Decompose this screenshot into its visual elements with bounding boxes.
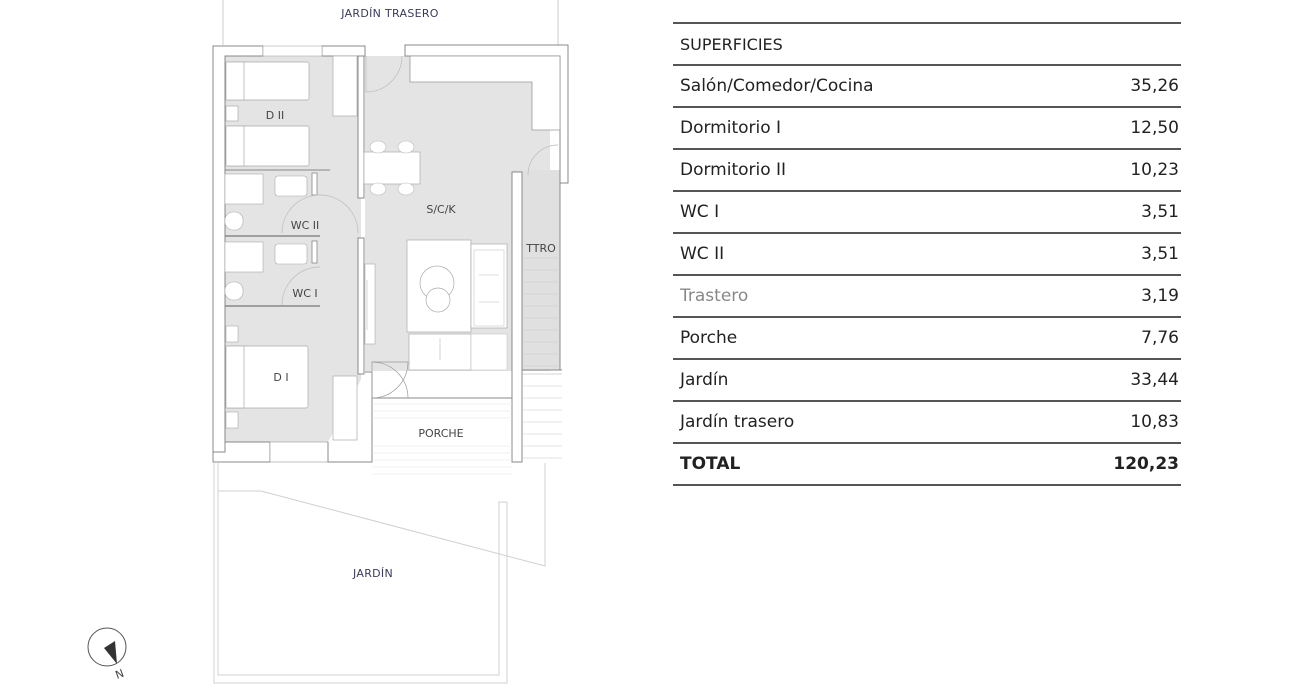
room-area: 12,50: [1130, 118, 1179, 138]
room-area: 3,51: [1141, 202, 1179, 222]
porche-area: [372, 403, 512, 475]
table-row: Trastero 3,19: [673, 274, 1181, 316]
label-jardin: JARDÍN: [352, 567, 393, 580]
table-row: Jardín trasero 10,83: [673, 400, 1181, 442]
salon-furniture: [363, 55, 559, 399]
wc-ii-fixtures: [224, 172, 321, 237]
rear-garden-area: [222, 0, 559, 45]
room-name: Porche: [680, 328, 738, 348]
room-area: 35,26: [1130, 76, 1179, 96]
room-area: 10,83: [1130, 412, 1179, 432]
room-area: 33,44: [1130, 370, 1179, 390]
floor-plan: JARDÍN TRASERO D I: [87, 0, 569, 684]
label-d-i: D I: [273, 371, 288, 384]
garden-area: [213, 462, 546, 684]
table-total-row: TOTAL 120,23: [673, 442, 1181, 486]
table-header-title: SUPERFICIES: [680, 34, 783, 54]
north-label: N: [114, 667, 126, 682]
trastero-stairs: [522, 257, 562, 459]
room-area: 7,76: [1141, 328, 1179, 348]
table-row: WC I 3,51: [673, 190, 1181, 232]
room-name: WC I: [680, 202, 720, 222]
surfaces-table: SUPERFICIES Salón/Comedor/Cocina 35,26 D…: [673, 22, 1181, 486]
dormitorio-i-furniture: [225, 325, 358, 441]
label-d-ii: D II: [266, 109, 284, 122]
room-name: WC II: [680, 244, 725, 264]
room-name: Dormitorio I: [680, 118, 782, 138]
table-row: WC II 3,51: [673, 232, 1181, 274]
room-area: 3,19: [1141, 286, 1179, 306]
table-row: Porche 7,76: [673, 316, 1181, 358]
table-row: Salón/Comedor/Cocina 35,26: [673, 64, 1181, 106]
table-row: Dormitorio II 10,23: [673, 148, 1181, 190]
room-area: 3,51: [1141, 244, 1179, 264]
north-arrow-icon: N: [87, 627, 127, 682]
total-label: TOTAL: [680, 454, 741, 474]
wc-i-fixtures: [224, 194, 359, 307]
label-wc-ii: WC II: [291, 219, 320, 232]
house-walls: [212, 44, 569, 463]
room-name: Dormitorio II: [680, 160, 787, 180]
dormitorio-ii-furniture: [225, 55, 358, 171]
label-wc-i: WC I: [292, 287, 317, 300]
total-value: 120,23: [1113, 454, 1179, 474]
label-s-c-k: S/C/K: [426, 203, 456, 216]
table-row: Dormitorio I 12,50: [673, 106, 1181, 148]
table-row: Jardín 33,44: [673, 358, 1181, 400]
table-header: SUPERFICIES: [673, 22, 1181, 64]
room-area: 10,23: [1130, 160, 1179, 180]
label-porche: PORCHE: [418, 427, 463, 440]
label-ttro: TTRO: [525, 242, 556, 255]
room-name: Salón/Comedor/Cocina: [680, 76, 874, 96]
room-name: Trastero: [680, 286, 749, 306]
room-name: Jardín trasero: [680, 412, 795, 432]
room-name: Jardín: [680, 370, 729, 390]
label-jardin-trasero: JARDÍN TRASERO: [340, 7, 439, 20]
